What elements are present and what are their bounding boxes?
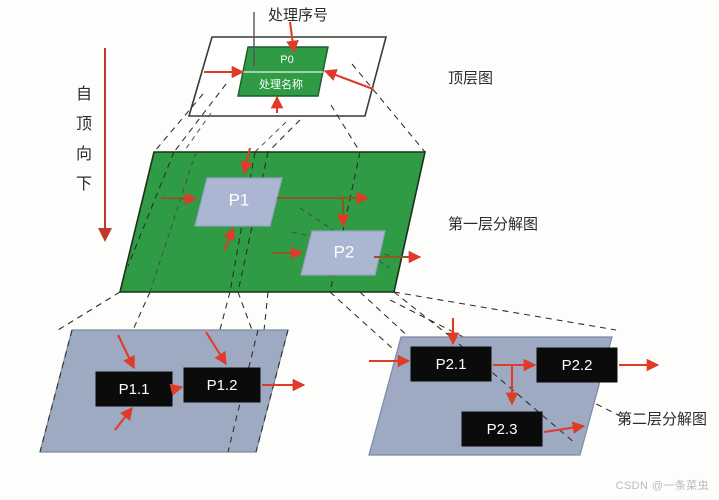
p1-1-code-label: P1.1 bbox=[119, 381, 150, 398]
process-box-p1-1-group[interactable]: P1.1 bbox=[95, 371, 173, 407]
caption-top-level: 顶层图 bbox=[448, 70, 493, 87]
process-box-p1-2-group[interactable]: P1.2 bbox=[183, 367, 261, 403]
top-level-flows bbox=[204, 21, 374, 113]
flow-out-of-p2-3 bbox=[543, 421, 586, 434]
second-level-right-flows bbox=[369, 318, 660, 434]
axis-char-2: 向 bbox=[76, 145, 92, 163]
axis-char-3: 下 bbox=[76, 176, 92, 193]
process-box-p2-3[interactable] bbox=[461, 411, 543, 447]
process-box-p2-3-group[interactable]: P2.3 bbox=[461, 411, 543, 447]
flow-into-p1-1-bottom bbox=[114, 407, 133, 431]
process-box-p1-group[interactable]: P1 bbox=[194, 177, 283, 227]
first-level-plane-group bbox=[118, 151, 426, 293]
second-level-left-flows bbox=[114, 331, 306, 431]
process-box-p2-1[interactable] bbox=[410, 346, 492, 382]
p1-code-label: P1 bbox=[229, 190, 250, 209]
p2-3-code-label: P2.3 bbox=[487, 421, 518, 438]
process-box-p1-1[interactable] bbox=[95, 371, 173, 407]
p1-2-code-label: P1.2 bbox=[207, 377, 238, 394]
caption-first-level: 第一层分解图 bbox=[448, 215, 538, 233]
annotation-process-number-label: 处理序号 bbox=[268, 7, 328, 24]
caption-second-level: 第二层分解图 bbox=[617, 410, 707, 428]
process-box-p2-2-group[interactable]: P2.2 bbox=[536, 347, 618, 383]
p2-1-code-label: P2.1 bbox=[436, 356, 467, 373]
process-box-p0-group[interactable]: P0 处理名称 bbox=[237, 46, 329, 97]
p0-name-label: 处理名称 bbox=[259, 77, 303, 91]
flow-into-p1-bottom bbox=[223, 226, 236, 251]
annotation-process-number-group: 处理序号 bbox=[253, 7, 328, 66]
process-box-p1[interactable] bbox=[194, 177, 283, 227]
flow-into-p1-1-top bbox=[117, 334, 135, 370]
p2-2-code-label: P2.2 bbox=[562, 357, 593, 374]
flow-into-p0-top bbox=[286, 21, 299, 54]
first-level-flows bbox=[160, 147, 422, 264]
watermark-label: CSDN @一条菜虫 bbox=[615, 480, 709, 492]
flow-p1-1-to-p1-2 bbox=[169, 383, 184, 396]
flow-into-p0-right bbox=[323, 69, 374, 90]
process-box-p2-1-group[interactable]: P2.1 bbox=[410, 346, 492, 382]
process-box-p2-group[interactable]: P2 bbox=[300, 230, 386, 276]
process-box-p1-2[interactable] bbox=[183, 367, 261, 403]
axis-char-1: 顶 bbox=[76, 115, 92, 133]
axis-char-0: 自 bbox=[76, 85, 92, 103]
flow-into-p1-left bbox=[160, 192, 198, 205]
top-down-axis-group: 自 顶 向 下 bbox=[76, 48, 112, 242]
p2-code-label: P2 bbox=[334, 242, 355, 261]
flow-into-p1-2-top bbox=[205, 331, 227, 366]
process-box-p2-2[interactable] bbox=[536, 347, 618, 383]
flow-into-p1-top bbox=[240, 147, 253, 175]
p0-code-label: P0 bbox=[280, 54, 293, 66]
process-box-p2[interactable] bbox=[300, 230, 386, 276]
